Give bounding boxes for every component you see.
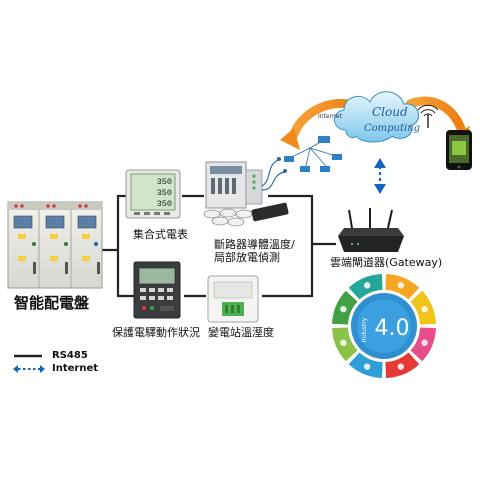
ring-segment-icon — [363, 282, 371, 289]
ring-segment-icon — [363, 363, 371, 370]
humidity-label: 變電站溫溼度 — [208, 326, 274, 339]
relay-label: 保護電驛動作狀況 — [112, 326, 200, 339]
wire-sensors-to-bus — [262, 194, 314, 298]
meter-reading-1: 350 — [157, 177, 172, 187]
legend-rs485-label: RS485 — [52, 350, 88, 361]
phone-icon — [446, 130, 472, 170]
network-tree — [284, 136, 342, 172]
temp-sensor-label-line2: 局部放電偵測 — [214, 251, 280, 264]
cloud-icon — [334, 91, 419, 143]
cloud-arrow-right — [405, 96, 467, 137]
industry-label: Industry — [361, 317, 368, 342]
legend-internet-label: Internet — [52, 363, 99, 374]
power-meter-device: 350 350 350 — [125, 169, 181, 219]
legend — [13, 354, 45, 373]
ring-segment-icon — [397, 363, 405, 370]
ring-segment-icon — [421, 305, 428, 313]
switchgear-label: 智能配電盤 — [14, 294, 90, 312]
humidity-sensor-device — [207, 275, 259, 323]
laptop-icon — [318, 136, 330, 143]
meter-reading-3: 350 — [157, 199, 172, 209]
industry-4-0-ring — [332, 274, 436, 378]
computing-word: Computing — [364, 123, 420, 134]
cloud-word: Cloud — [372, 105, 408, 119]
ring-segment-icon — [340, 305, 347, 313]
meter-reading-2: 350 — [157, 188, 172, 198]
temp-sensor-label-line1: 斷路器導體溫度/ — [214, 238, 295, 251]
ring-segment-icon — [397, 282, 405, 289]
internet-link-arrow — [374, 158, 386, 194]
sensor-icon — [261, 157, 287, 191]
industry-4-0-center: 4.0 Industry — [351, 293, 417, 359]
meter-label: 集合式電表 — [133, 228, 188, 241]
industry-version: 4.0 — [375, 316, 410, 341]
wire-switchgear-to-relay — [116, 250, 134, 298]
protection-relay-device — [133, 261, 181, 319]
switchgear-cabinet — [7, 201, 103, 289]
wifi-icon — [417, 104, 439, 128]
ring-segment-icon — [421, 339, 428, 347]
cloud-computing-group: Cloud Computing Internet — [280, 91, 472, 172]
breaker-temp-sensor-unit — [203, 157, 289, 227]
ring-segment-icon — [340, 339, 347, 347]
router-icon — [338, 208, 404, 252]
internet-cloud-label: Internet — [318, 113, 342, 120]
gateway-label: 雲端閘道器(Gateway) — [330, 256, 443, 269]
